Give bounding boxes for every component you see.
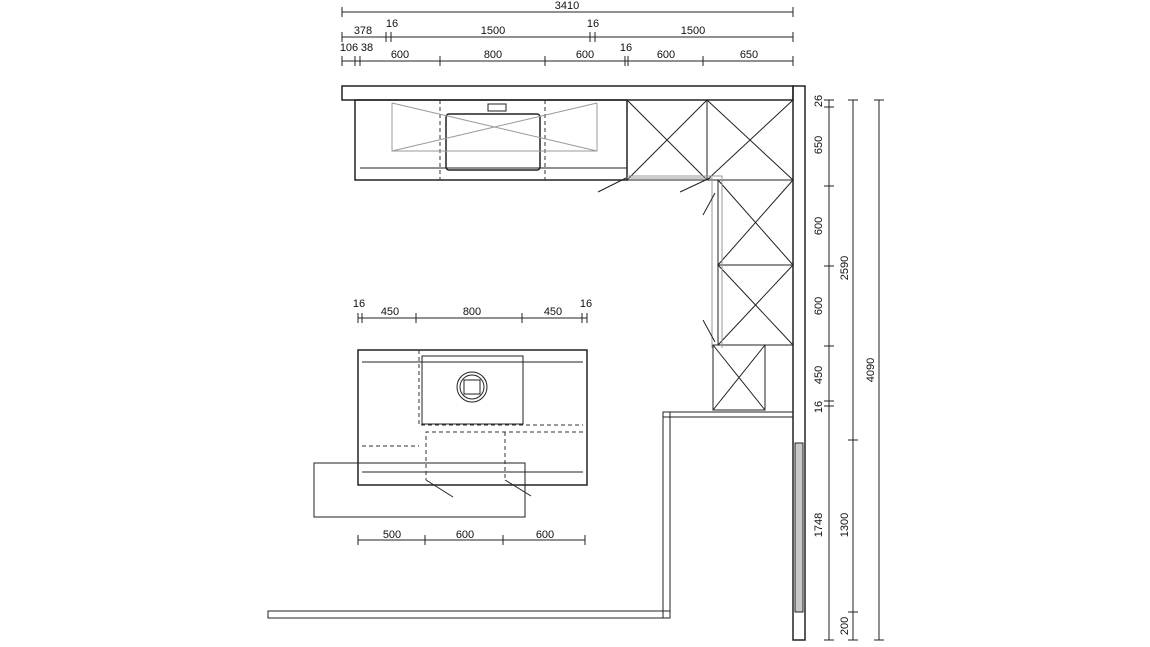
dim-label: 600 (536, 529, 554, 541)
right-dimensions: 26 650 600 600 450 16 1748 2590 1300 200… (813, 95, 884, 641)
dim-label: 500 (383, 529, 401, 541)
dim-label: 450 (544, 306, 562, 318)
sink-cabinet-run (354, 99, 628, 193)
dim-label: 1300 (839, 513, 851, 537)
dim-label: 16 (353, 298, 365, 310)
dim-label: 600 (813, 297, 825, 315)
faucet-icon (487, 103, 507, 112)
dim-label: 26 (813, 95, 825, 107)
dim-label: 450 (381, 306, 399, 318)
dim-label: 600 (657, 49, 675, 61)
dim-label: 200 (839, 617, 851, 635)
corner-cabinets (626, 99, 794, 411)
dim-label: 38 (361, 42, 373, 54)
dim-label: 600 (391, 49, 409, 61)
dim-label: 1500 (681, 25, 705, 37)
dim-label: 16 (580, 298, 592, 310)
dim-overall-width: 3410 (555, 0, 579, 12)
dim-label: 16 (620, 42, 632, 54)
dim-label: 600 (576, 49, 594, 61)
dim-label: 378 (354, 25, 372, 37)
sink-basin (445, 113, 541, 171)
dim-label: 600 (813, 217, 825, 235)
dim-label: 650 (740, 49, 758, 61)
dim-label: 1500 (481, 25, 505, 37)
dim-label: 16 (386, 18, 398, 30)
dim-label: 2590 (839, 256, 851, 280)
dim-label: 600 (456, 529, 474, 541)
dim-overall-depth: 4090 (865, 358, 877, 382)
dim-label: 650 (813, 136, 825, 154)
dim-label: 16 (587, 18, 599, 30)
dim-label: 800 (484, 49, 502, 61)
dim-label: 16 (813, 401, 825, 413)
walls (267, 85, 806, 641)
dim-label: 450 (813, 366, 825, 384)
bar-table (313, 462, 526, 518)
island: 16 450 800 450 16 500 600 600 (313, 298, 592, 545)
dim-label: 106 (340, 42, 358, 54)
top-dimensions: 3410 378 16 1500 16 1500 106 38 600 800 … (340, 0, 794, 66)
dim-label: 1748 (813, 513, 825, 537)
dim-label: 800 (463, 306, 481, 318)
